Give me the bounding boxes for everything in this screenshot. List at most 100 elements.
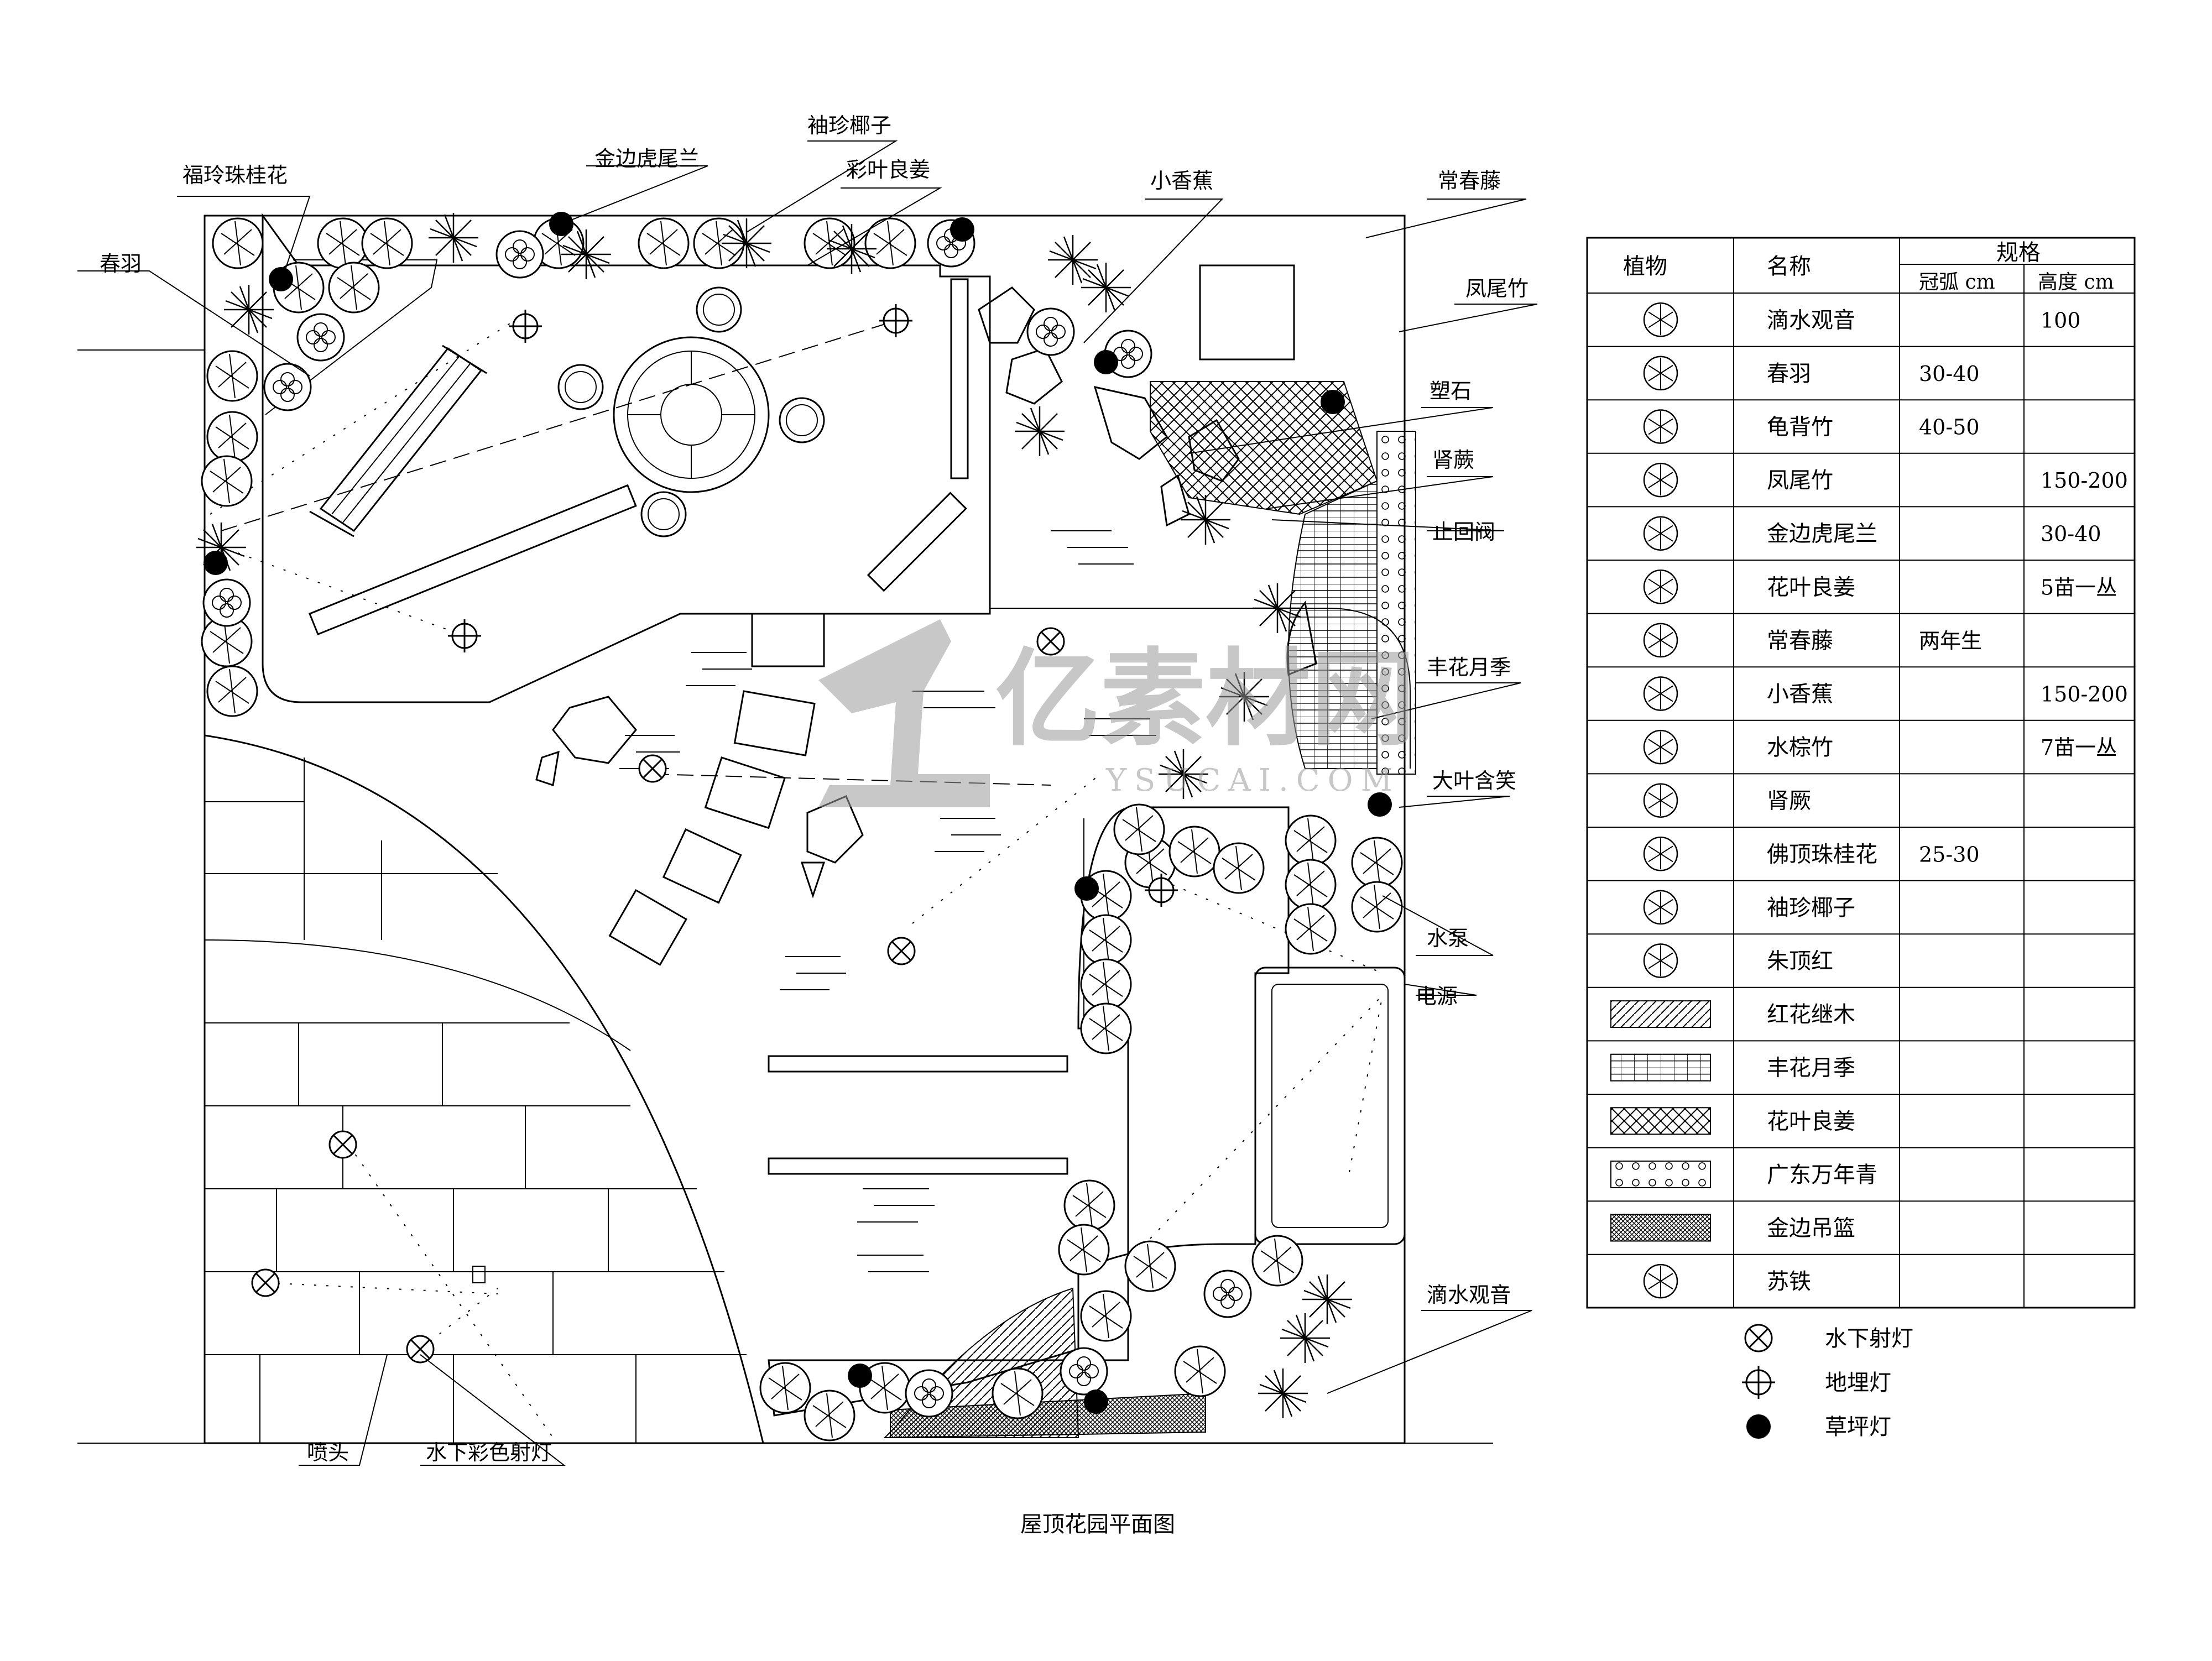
stepping-stones (608, 613, 825, 966)
wannianqing-icon (1610, 1160, 1711, 1188)
legend-header-crown: 冠弧 cm (1919, 271, 1995, 294)
label-shenjue: 肾蕨 (1432, 448, 1474, 472)
huaye-liangjiang-hatch-icon (1610, 1107, 1711, 1135)
legend-row-name: 红花继木 (1767, 1002, 1855, 1027)
plan-labels: 福玲珠桂花 春羽 金边虎尾兰 袖珍椰子 彩叶良姜 小香蕉 常春藤 凤尾竹 塑石 … (100, 113, 1528, 1465)
legend-header-plant: 植物 (1623, 254, 1667, 279)
legend-header-spec: 规格 (1996, 240, 2041, 265)
legend-row-name: 春羽 (1767, 361, 1811, 386)
bed-fenghua-yueji (1288, 480, 1378, 769)
legend-header-name: 名称 (1767, 254, 1811, 279)
legend-row-name: 金边吊篮 (1767, 1216, 1855, 1241)
bed-wannianqing (1376, 431, 1416, 775)
swing-seat (309, 344, 487, 537)
watermark-brand: 亿素材网 (995, 637, 1416, 760)
planting-border (262, 213, 991, 703)
legend-symbol-label: 地埋灯 (1825, 1370, 1891, 1396)
water-ripples (619, 530, 1156, 1272)
label-xiaoxiangjiao: 小香蕉 (1150, 169, 1213, 193)
legend-row-name: 花叶良姜 (1767, 1109, 1855, 1134)
shrub-row-left (195, 217, 380, 717)
underwater-lights (251, 627, 1065, 1364)
plan-title: 屋顶花园平面图 (1020, 1512, 1175, 1537)
fodingzhu-icon (1643, 837, 1678, 871)
xiaoxiangjiao-icon (1643, 676, 1678, 711)
water-tank (1254, 967, 1406, 1245)
legend-row-name: 肾厥 (1767, 788, 1811, 814)
dishui-guanyin-icon (1643, 302, 1678, 337)
legend-row-name: 滴水观音 (1767, 307, 1855, 333)
underwater-light-icon (1744, 1324, 1773, 1352)
round-table-set (557, 286, 825, 537)
lawn-lights (204, 212, 1392, 1414)
shuizongzhu-icon (1643, 729, 1678, 765)
label-chunyu: 春羽 (100, 252, 142, 276)
legend-row-name: 凤尾竹 (1767, 468, 1833, 493)
legend-header-height: 高度 cm (2038, 271, 2114, 294)
label-jinbian: 金边虎尾兰 (594, 147, 700, 171)
legend-row-height: 30-40 (2041, 522, 2101, 546)
legend-row-name: 丰花月季 (1767, 1056, 1855, 1081)
legend-row-crown: 25-30 (1919, 842, 1980, 866)
legend-row-crown: 40-50 (1919, 415, 1980, 440)
legend-row-name: 金边虎尾兰 (1767, 521, 1877, 547)
legend-table: 植物 名称 规格 冠弧 cm 高度 cm 滴水观音 100 春羽 30-40 龟背竹 40… (1586, 237, 2136, 1309)
guibeizhu-icon (1643, 409, 1678, 444)
legend-row-name: 佛顶珠桂花 (1767, 842, 1877, 867)
legend-row-height: 100 (2041, 308, 2081, 332)
buried-light-icon (1741, 1365, 1776, 1400)
label-suoshi: 塑石 (1430, 379, 1472, 403)
label-xiuzhen: 袖珍椰子 (807, 113, 891, 138)
honghua-jimu-icon (1610, 1000, 1711, 1028)
xiuzhen-yezi-icon (1643, 890, 1678, 925)
fengweizhu-icon (1643, 462, 1678, 498)
legend-symbol-label: 草坪灯 (1825, 1414, 1891, 1440)
legend-row-crown: 两年生 (1919, 629, 1982, 653)
lawn-light-icon (1746, 1414, 1771, 1439)
legend-row-name: 龟背竹 (1767, 415, 1833, 440)
bed-huaye-liangjiang (1150, 381, 1378, 515)
legend-row-name: 朱顶红 (1767, 949, 1833, 974)
buried-lights (447, 303, 1179, 908)
leader-lines (77, 140, 1538, 1466)
watermark-url: YSUCAI.COM (1105, 762, 1400, 798)
legend-row-name: 袖珍椰子 (1767, 895, 1855, 921)
watermark: 亿素材网 YSUCAI.COM (818, 619, 1416, 807)
watermark-logo (818, 619, 990, 807)
legend-row-name: 常春藤 (1767, 628, 1833, 654)
label-shuixia-caise: 水下彩色射灯 (426, 1440, 552, 1465)
label-zhihuifa: 止回阀 (1432, 520, 1495, 544)
legend-row-height: 150-200 (2041, 468, 2128, 493)
chunyu-icon (1643, 356, 1678, 391)
shenjue-icon (1643, 783, 1678, 818)
shrub-row-top (317, 212, 975, 280)
label-changchunteng: 常春藤 (1438, 169, 1501, 193)
label-shuibeng: 水泵 (1427, 926, 1469, 950)
legend-row-name: 小香蕉 (1767, 682, 1833, 707)
legend-row-height: 7苗一丛 (2041, 735, 2117, 760)
sutie-icon (1643, 1263, 1678, 1299)
legend-row-height: 150-200 (2041, 682, 2128, 707)
garden-plan: 福玲珠桂花 春羽 金边虎尾兰 袖珍椰子 彩叶良姜 小香蕉 常春藤 凤尾竹 塑石 … (77, 113, 1538, 1537)
label-caiye: 彩叶良姜 (846, 158, 930, 182)
zhudinghong-icon (1643, 943, 1678, 978)
legend-row-height: 5苗一丛 (2041, 575, 2117, 599)
huaye-liangjiang-icon (1643, 570, 1678, 604)
label-dianyuan: 电源 (1416, 984, 1458, 1009)
legend-row-name: 花叶良姜 (1767, 574, 1855, 600)
label-fulingzhu: 福玲珠桂花 (182, 163, 288, 187)
legend-row-name: 广东万年青 (1767, 1162, 1877, 1188)
label-fengweizhu: 凤尾竹 (1465, 276, 1528, 301)
shrub-row-center (1080, 803, 1403, 1054)
label-pentou: 喷头 (307, 1440, 349, 1465)
jinbian-huweilan-icon (1643, 516, 1678, 551)
legend-row-name: 苏铁 (1767, 1269, 1811, 1294)
legend-row-crown: 30-40 (1919, 362, 1980, 386)
label-dayehanxiao: 大叶含笑 (1432, 769, 1516, 793)
label-fenghua: 丰花月季 (1427, 655, 1511, 680)
fenghua-yueji-icon (1610, 1053, 1711, 1082)
legend-symbol-label: 水下射灯 (1825, 1326, 1913, 1351)
jinbian-diaolan-icon (1610, 1214, 1711, 1242)
legend-row-name: 水棕竹 (1767, 735, 1833, 760)
